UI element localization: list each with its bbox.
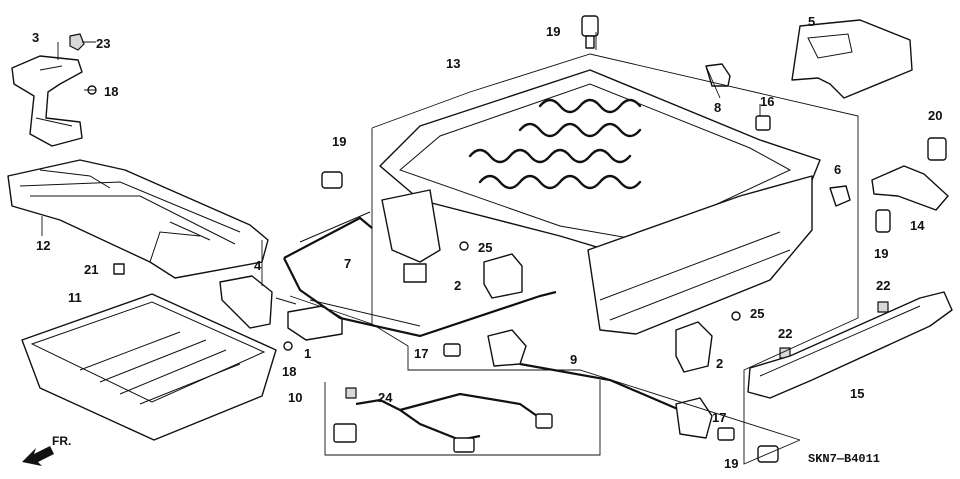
callout-6: 6 <box>834 162 841 177</box>
callout-17-left: 17 <box>414 346 428 361</box>
callout-19-right: 19 <box>874 246 888 261</box>
callout-21: 21 <box>84 262 98 277</box>
part-12-slide-rail <box>7 159 269 279</box>
part-19-bolt-top <box>581 15 599 49</box>
callout-19-bottom: 19 <box>724 456 738 471</box>
diagram-code: SKN7—B4011 <box>808 452 880 466</box>
front-direction-arrow <box>22 446 54 466</box>
callout-5: 5 <box>808 14 815 29</box>
part-3-bracket <box>11 55 83 147</box>
callout-13: 13 <box>446 56 460 71</box>
part-1-connector <box>275 297 343 341</box>
part-23-clip <box>69 33 85 51</box>
callout-22-lower: 22 <box>778 326 792 341</box>
callout-25-right: 25 <box>750 306 764 321</box>
part-10-harness <box>333 392 553 453</box>
callout-18-bottom: 18 <box>282 364 296 379</box>
callout-8: 8 <box>714 100 721 115</box>
part-17-bolt-right <box>717 427 735 441</box>
part-4-bracket <box>219 275 273 329</box>
callout-1: 1 <box>304 346 311 361</box>
part-2-block-right <box>675 321 713 373</box>
part-11-tray <box>21 293 277 441</box>
callout-10: 10 <box>288 390 302 405</box>
callout-16: 16 <box>760 94 774 109</box>
part-16-bolt <box>755 115 771 131</box>
callout-25-left: 25 <box>478 240 492 255</box>
part-25-screw-right <box>731 311 741 321</box>
part-15-rail-cover <box>747 291 953 399</box>
callout-20: 20 <box>928 108 942 123</box>
part-13-seat-frame <box>379 69 821 335</box>
part-19-bolt-left <box>321 171 343 189</box>
callout-15: 15 <box>850 386 864 401</box>
part-21-bolt <box>113 263 125 275</box>
callout-12: 12 <box>36 238 50 253</box>
callout-2-right: 2 <box>716 356 723 371</box>
callout-23: 23 <box>96 36 110 51</box>
front-direction-label: FR. <box>52 434 71 448</box>
part-17-bolt-left <box>443 343 461 357</box>
callout-18-top: 18 <box>104 84 118 99</box>
leader-lines <box>41 32 859 465</box>
part-20-bolt <box>927 137 947 161</box>
part-5-cover <box>791 19 913 99</box>
part-25-screw-left <box>459 241 469 251</box>
part-22-clip-upper <box>877 301 889 313</box>
part-14-cover <box>871 165 949 211</box>
part-18-bolt-bottom <box>283 341 293 351</box>
callout-4: 4 <box>254 258 262 273</box>
callout-14: 14 <box>910 218 925 233</box>
callout-11: 11 <box>68 290 82 305</box>
callout-19-top: 19 <box>546 24 560 39</box>
callout-24: 24 <box>378 390 393 405</box>
part-19-bolt-right <box>875 209 891 233</box>
callout-3: 3 <box>32 30 39 45</box>
part-24-clip <box>345 387 357 399</box>
part-2-block-left <box>483 253 523 299</box>
part-9-cable <box>487 329 713 439</box>
part-7-wire-frame <box>283 211 557 338</box>
callout-17-right: 17 <box>712 410 726 425</box>
callout-2-left: 2 <box>454 278 461 293</box>
callout-7: 7 <box>344 256 351 271</box>
part-6-clip <box>829 185 851 207</box>
callout-22-upper: 22 <box>876 278 890 293</box>
callout-9: 9 <box>570 352 577 367</box>
callout-19-left: 19 <box>332 134 346 149</box>
